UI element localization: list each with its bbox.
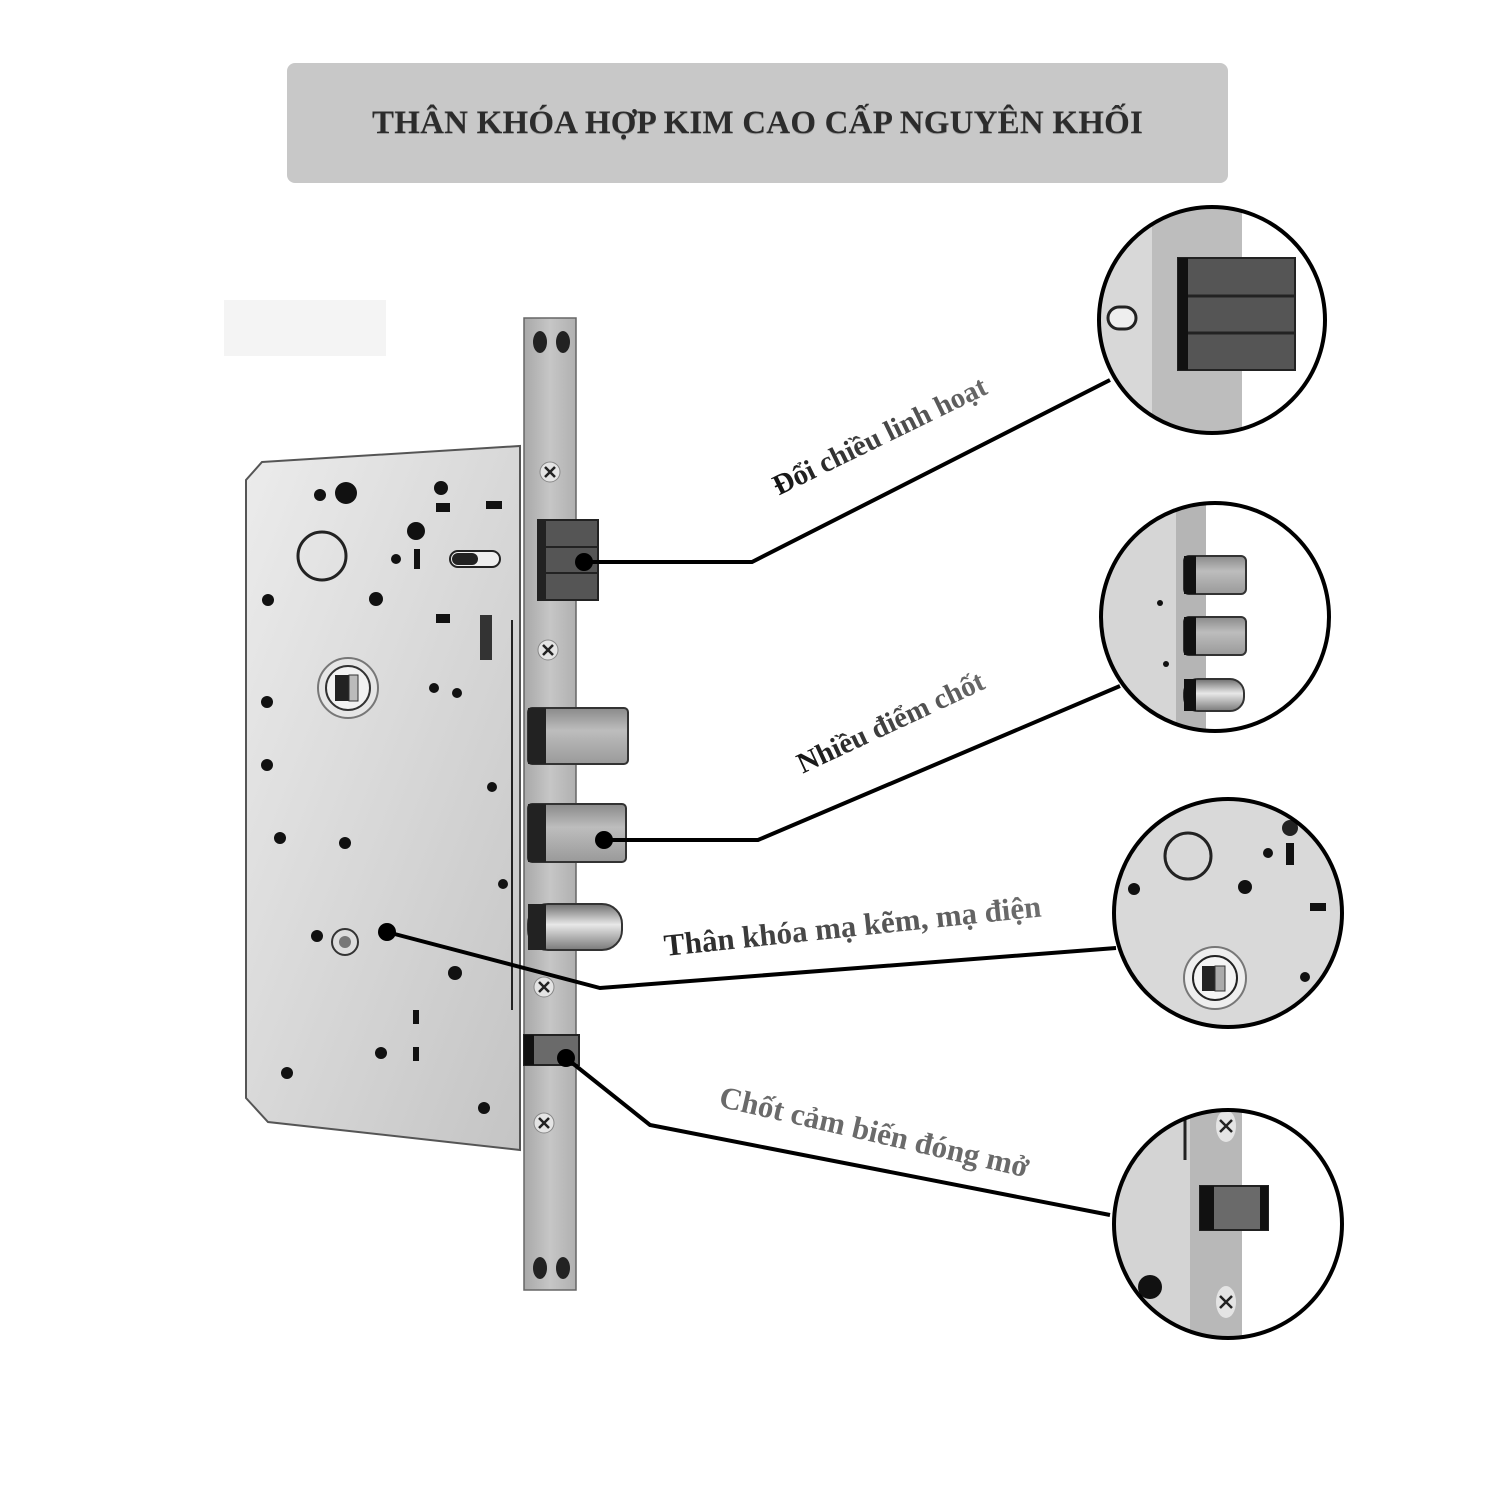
spindle-hub: [317, 657, 379, 719]
leader-line-2: [604, 684, 1121, 842]
page-title: THÂN KHÓA HỢP KIM CAO CẤP NGUYÊN KHỐI: [371, 104, 1144, 141]
screw-icon: [533, 1112, 555, 1134]
leader-lines: [386, 378, 1121, 1217]
zoom-circle-deadbolts: [1099, 501, 1331, 733]
screw-icon: [533, 976, 555, 998]
lock-case-plate: [245, 444, 521, 1152]
mounting-holes: [261, 481, 508, 1114]
zoom-circle-latch: [1097, 205, 1327, 435]
deadbolt-top: [527, 707, 629, 765]
zoom-circle-sensor: [1112, 1108, 1344, 1340]
zoom-circle-case: [1112, 797, 1344, 1029]
cylinder-ring: [296, 530, 348, 582]
screw-icon: [537, 639, 559, 661]
screw-icon: [539, 461, 561, 483]
leader-line-1: [584, 378, 1111, 564]
leader-line-3: [386, 930, 1117, 991]
leader-line-4: [564, 1056, 1111, 1217]
title-banner: THÂN KHÓA HỢP KIM CAO CẤP NGUYÊN KHỐI: [287, 63, 1228, 183]
deadbolt-round: [527, 903, 623, 951]
background-patch: [224, 300, 386, 356]
deadbolt-middle: [527, 803, 627, 863]
leader-dots: [378, 553, 613, 1067]
